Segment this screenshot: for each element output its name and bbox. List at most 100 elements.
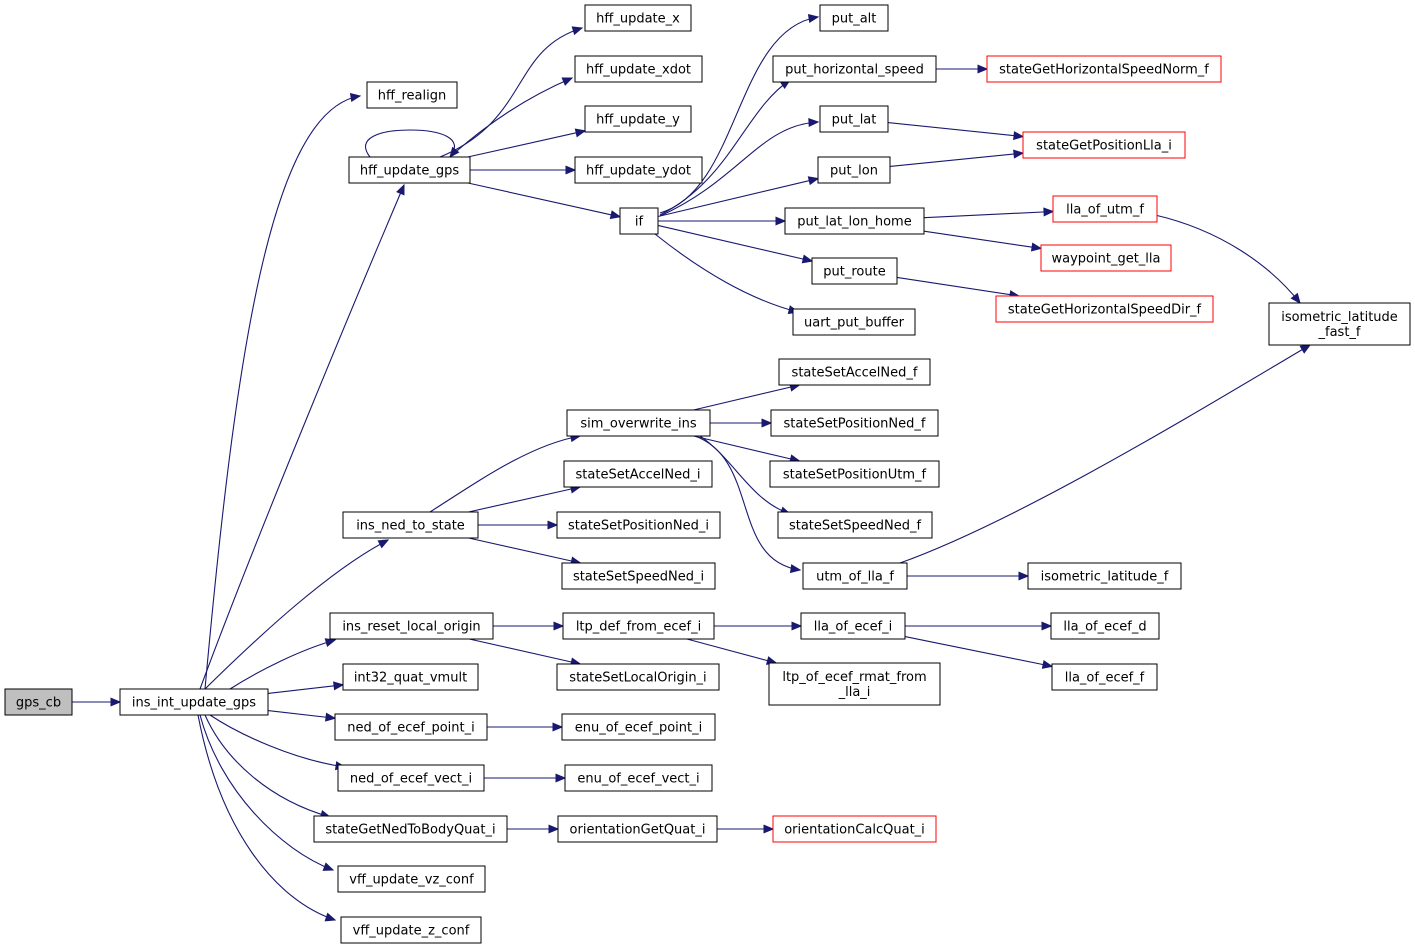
node-vff-update-z-conf[interactable]: vff_update_z_conf	[340, 916, 482, 944]
node-stateSetPositionNed-i[interactable]: stateSetPositionNed_i	[556, 511, 721, 539]
node-ltp-of-ecef-rmat-from-lla-i[interactable]: ltp_of_ecef_rmat_from_lla_i	[768, 662, 941, 706]
node-put-lat-lon-home[interactable]: put_lat_lon_home	[784, 207, 925, 235]
node-isometric-latitude-fast-f[interactable]: isometric_latitude_fast_f	[1268, 302, 1411, 346]
node-label: stateGetNedToBodyQuat_i	[325, 823, 495, 838]
edge-ins_int_update_gps-to-hff_update_gps	[199, 183, 405, 690]
edge-ins_reset_local_origin-to-stateSetLocalOrigin_i	[469, 638, 582, 667]
node-hff-update-y[interactable]: hff_update_y	[584, 105, 692, 133]
node-label: stateSetPositionUtm_f	[783, 468, 927, 483]
node-ned-of-ecef-point-i[interactable]: ned_of_ecef_point_i	[334, 713, 488, 741]
node-label: ned_of_ecef_vect_i	[350, 772, 472, 787]
node-ins-ned-to-state[interactable]: ins_ned_to_state	[342, 511, 479, 539]
node-hff-realign[interactable]: hff_realign	[366, 81, 458, 109]
node-lla-of-utm-f[interactable]: lla_of_utm_f	[1052, 195, 1158, 223]
node-label: stateSetSpeedNed_f	[789, 519, 922, 534]
node-label: sim_overwrite_ins	[580, 417, 697, 432]
node-stateGetHorizontalSpeedNorm-f[interactable]: stateGetHorizontalSpeedNorm_f	[986, 55, 1222, 83]
node-label: stateGetHorizontalSpeedDir_f	[1008, 303, 1202, 318]
node-stateSetSpeedNed-f[interactable]: stateSetSpeedNed_f	[777, 511, 933, 539]
node-stateGetNedToBodyQuat-i[interactable]: stateGetNedToBodyQuat_i	[313, 815, 508, 843]
edge-if-to-put_lat_lon_home	[658, 216, 787, 226]
node-enu-of-ecef-point-i[interactable]: enu_of_ecef_point_i	[561, 713, 716, 741]
edge-sim_overwrite_ins-to-utm_of_lla_f	[694, 435, 802, 574]
edge-ned_of_ecef_point_i-to-enu_of_ecef_point_i	[487, 722, 564, 732]
node-vff-update-vz-conf[interactable]: vff_update_vz_conf	[337, 865, 486, 893]
node-hff-update-gps[interactable]: hff_update_gps	[348, 156, 471, 184]
node-stateGetHorizontalSpeedDir-f[interactable]: stateGetHorizontalSpeedDir_f	[995, 295, 1214, 323]
node-isometric-latitude-f[interactable]: isometric_latitude_f	[1027, 562, 1182, 590]
node-orientationGetQuat-i[interactable]: orientationGetQuat_i	[557, 815, 718, 843]
node-ins-reset-local-origin[interactable]: ins_reset_local_origin	[329, 612, 494, 640]
edge-ins_ned_to_state-to-stateSetSpeedNed_i	[468, 537, 582, 566]
edge-ins_ned_to_state-to-stateSetPositionNed_i	[478, 520, 559, 530]
node-label: hff_update_xdot	[586, 63, 691, 78]
edge-if-to-put_lon	[657, 176, 820, 218]
node-label: stateSetPositionNed_f	[784, 417, 926, 432]
edge-hff_update_gps-to-if	[467, 182, 622, 220]
node-label: put_alt	[832, 12, 877, 27]
node-label: hff_update_x	[596, 12, 680, 27]
node-ltp-def-from-ecef-i[interactable]: ltp_def_from_ecef_i	[562, 612, 715, 640]
edge-ins_int_update_gps-to-vff_update_z_conf	[197, 714, 337, 922]
node-put-lon[interactable]: put_lon	[817, 156, 891, 184]
node-stateSetSpeedNed-i[interactable]: stateSetSpeedNed_i	[561, 562, 716, 590]
node-label: put_route	[823, 265, 885, 280]
edge-ins_ned_to_state-to-stateSetAccelNed_i	[468, 484, 582, 513]
node-label: hff_update_gps	[360, 164, 460, 179]
edge-utm_of_lla_f-to-isometric_latitude_fast_f	[899, 344, 1312, 564]
node-label: put_horizontal_speed	[785, 63, 924, 78]
node-ins-int-update-gps[interactable]: ins_int_update_gps	[119, 688, 269, 716]
node-label: stateGetPositionLla_i	[1036, 139, 1172, 154]
node-stateSetAccelNed-f[interactable]: stateSetAccelNed_f	[778, 358, 931, 386]
edge-hff_update_gps-to-hff_update_ydot	[470, 165, 577, 175]
edge-put_lat_lon_home-to-waypoint_get_lla	[923, 230, 1043, 252]
edge-sim_overwrite_ins-to-stateSetPositionUtm_f	[693, 435, 801, 464]
node-label: _lla_i	[838, 685, 871, 700]
node-put-route[interactable]: put_route	[811, 257, 898, 285]
node-hff-update-ydot[interactable]: hff_update_ydot	[574, 156, 703, 184]
node-label: isometric_latitude	[1281, 310, 1398, 325]
node-waypoint-get-lla[interactable]: waypoint_get_lla	[1040, 244, 1172, 272]
edge-ned_of_ecef_vect_i-to-enu_of_ecef_vect_i	[484, 773, 567, 783]
node-put-lat[interactable]: put_lat	[819, 105, 889, 133]
node-uart-put-buffer[interactable]: uart_put_buffer	[792, 308, 916, 336]
node-gps-cb[interactable]: gps_cb	[4, 688, 73, 716]
node-lla-of-ecef-i[interactable]: lla_of_ecef_i	[800, 612, 906, 640]
node-label: ins_ned_to_state	[356, 519, 465, 534]
edge-lla_of_ecef_i-to-lla_of_ecef_f	[904, 636, 1054, 669]
edge-sim_overwrite_ins-to-stateSetAccelNed_f	[693, 382, 801, 411]
node-lla-of-ecef-f[interactable]: lla_of_ecef_f	[1051, 663, 1158, 691]
edge-ins_int_update_gps-to-hff_realign	[204, 92, 362, 690]
node-hff-update-x[interactable]: hff_update_x	[584, 4, 692, 32]
edge-if-to-put_lat	[659, 117, 820, 217]
node-label: ned_of_ecef_point_i	[347, 721, 475, 736]
edge-ins_int_update_gps-to-vff_update_vz_conf	[199, 714, 335, 871]
node-label: hff_update_y	[596, 113, 680, 128]
node-label: utm_of_lla_f	[816, 570, 894, 585]
node-label: hff_realign	[378, 89, 446, 104]
node-stateSetPositionUtm-f[interactable]: stateSetPositionUtm_f	[769, 460, 940, 488]
node-lla-of-ecef-d[interactable]: lla_of_ecef_d	[1050, 612, 1160, 640]
node-put-alt[interactable]: put_alt	[819, 4, 889, 32]
node-if[interactable]: if	[619, 207, 659, 235]
node-enu-of-ecef-vect-i[interactable]: enu_of_ecef_vect_i	[564, 764, 713, 792]
node-orientationCalcQuat-i[interactable]: orientationCalcQuat_i	[772, 815, 937, 843]
edge-ins_int_update_gps-to-ins_ned_to_state	[204, 539, 390, 690]
node-label: gps_cb	[16, 696, 61, 711]
node-label: lla_of_ecef_f	[1065, 671, 1145, 686]
edge-hff_update_gps-to-hff_update_xdot	[449, 77, 574, 158]
node-int32-quat-vmult[interactable]: int32_quat_vmult	[342, 663, 479, 691]
edge-put_lon-to-stateGetPositionLla_i	[889, 149, 1025, 167]
node-put-horizontal-speed[interactable]: put_horizontal_speed	[772, 55, 937, 83]
node-utm-of-lla-f[interactable]: utm_of_lla_f	[802, 562, 908, 590]
node-ned-of-ecef-vect-i[interactable]: ned_of_ecef_vect_i	[337, 764, 485, 792]
node-hff-update-xdot[interactable]: hff_update_xdot	[574, 55, 703, 83]
node-stateSetAccelNed-i[interactable]: stateSetAccelNed_i	[563, 460, 713, 488]
node-sim-overwrite-ins[interactable]: sim_overwrite_ins	[566, 409, 711, 437]
node-stateSetLocalOrigin-i[interactable]: stateSetLocalOrigin_i	[556, 663, 720, 691]
edge-ins_ned_to_state-to-sim_overwrite_ins	[429, 433, 582, 513]
node-stateSetPositionNed-f[interactable]: stateSetPositionNed_f	[770, 409, 939, 437]
node-label: _fast_f	[1318, 325, 1361, 340]
node-stateGetPositionLla-i[interactable]: stateGetPositionLla_i	[1022, 131, 1186, 159]
